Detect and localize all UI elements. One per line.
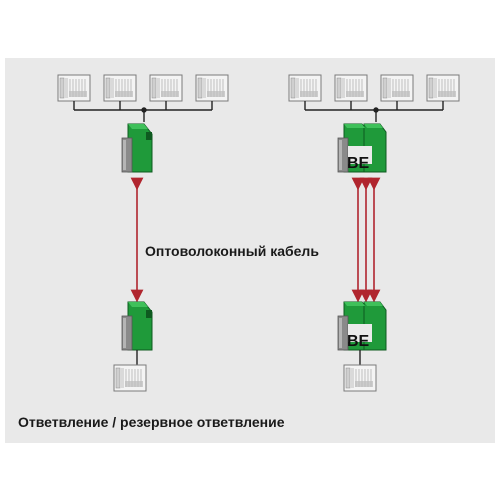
plc-device-icon	[113, 364, 147, 392]
fiber-cable-label: Оптоволоконный кабель	[145, 243, 319, 259]
right-fiber-cables	[351, 177, 381, 303]
plc-device-icon	[343, 364, 377, 392]
fiber-converter-module-icon	[121, 301, 153, 351]
plc-device-icon	[57, 74, 91, 102]
left-bus-line	[73, 101, 213, 122]
diagram-background	[5, 58, 495, 443]
plc-device-icon	[149, 74, 183, 102]
plc-device-icon	[288, 74, 322, 102]
plc-device-icon	[334, 74, 368, 102]
right-top-device-row	[288, 74, 460, 102]
left-top-device-row	[57, 74, 229, 102]
plc-device-icon	[103, 74, 137, 102]
fiber-converter-module-icon	[121, 123, 153, 173]
diagram-caption: Ответвление / резервное ответвление	[18, 414, 285, 430]
plc-device-icon	[195, 74, 229, 102]
plc-device-icon	[426, 74, 460, 102]
right-bus-line	[304, 101, 444, 122]
plc-device-icon	[380, 74, 414, 102]
module-marking-bottom: BE	[347, 333, 370, 350]
module-marking-top: BE	[347, 155, 370, 172]
